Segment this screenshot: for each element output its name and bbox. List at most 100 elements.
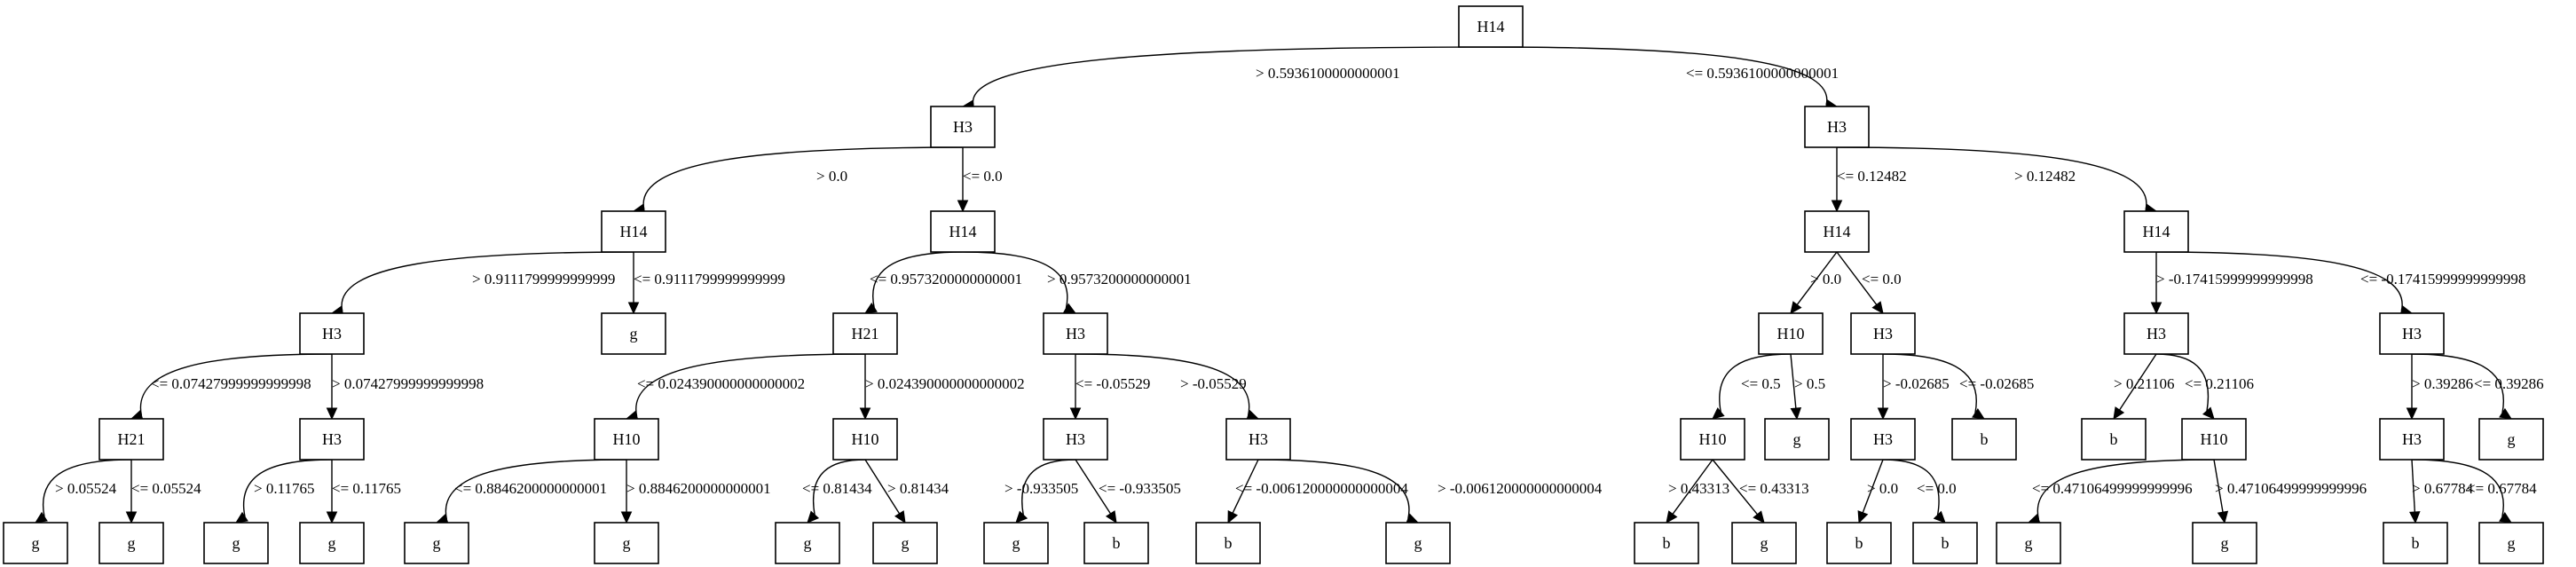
arrowhead [2499,407,2513,420]
arrowhead [2113,406,2125,421]
edge-n9-n18: > 0.024390000000000002 [859,354,1025,421]
edge-n14-n28: <= 0.39286 [2411,353,2544,420]
edge-label: <= -0.17415999999999998 [2360,271,2525,287]
tree-node-n49: g [2478,522,2544,564]
edge-label: <= 0.0 [1862,271,1902,287]
edge-n10-n20: > -0.05529 [1075,353,1260,421]
tree-node-n39: b [1195,522,1261,564]
node-box [1043,312,1108,355]
tree-node-n31: g [203,522,269,564]
edge-n3-n7: > 0.9111799999999999 [330,251,634,317]
tree-node-n15: H21 [98,418,164,461]
arrowhead [620,511,633,524]
edge-n18-n36: > 0.81434 [864,459,949,524]
edge-n19-n38: <= -0.933505 [1075,459,1181,524]
tree-node-n10: H3 [1043,312,1108,355]
node-label: H14 [1477,18,1505,35]
edge-n10-n19: <= -0.05529 [1069,354,1150,421]
tree-node-n1: H3 [930,106,996,148]
node-box [601,210,666,253]
arrowhead [2406,407,2418,421]
tree-node-n14: H3 [2379,312,2445,355]
node-box [1385,522,1451,564]
node-box [404,522,469,564]
node-label: g [804,534,812,552]
edge-n17-n34: > 0.8846200000000001 [620,460,771,524]
edge-label: > 0.9573200000000001 [1047,271,1192,287]
arrowhead [1790,301,1802,314]
node-label: b [1113,534,1121,552]
edge-n23-n44: <= 0.0 [1882,459,1957,524]
edge-label: <= 0.5 [1741,375,1781,392]
edge-line [1790,353,1797,409]
node-box [2379,418,2445,461]
arrowhead [1753,510,1765,524]
edge-label: > -0.006120000000000004 [1438,480,1603,497]
node-label: H10 [613,430,641,448]
arrowhead [1063,303,1077,314]
tree-node-n18: H10 [832,418,898,461]
tree-node-n47: g [2192,522,2257,564]
node-label: b [1942,534,1950,552]
edge-n17-n33: <= 0.8846200000000001 [435,459,627,525]
edge-n21-n41: > 0.43313 [1666,459,1729,524]
tree-node-n16: H3 [299,418,365,461]
arrowhead [2409,511,2421,524]
arrowhead [125,511,138,524]
edge-line [2155,251,2403,311]
node-box [2478,418,2544,461]
node-label: H21 [118,430,146,448]
edge-label: > 0.39286 [2412,375,2473,392]
node-label: b [1663,534,1671,552]
edge-line [1672,459,1713,515]
edge-n15-n30: <= 0.05524 [125,460,201,524]
node-label: H3 [2147,325,2166,343]
node-box [98,418,164,461]
edge-label: <= 0.05524 [131,480,201,497]
edge-n5-n11: > 0.0 [1790,251,1841,314]
edge-line [1490,46,1828,106]
edge-n11-n21: <= 0.5 [1712,353,1792,420]
edge-n18-n35: <= 0.81434 [802,459,872,524]
tree-node-n17: H10 [594,418,659,461]
node-box [1731,522,1797,564]
edge-n1-n3: > 0.0 [632,146,964,215]
edge-label: > 0.9111799999999999 [472,271,615,287]
tree-node-n25: b [2081,418,2147,461]
edge-label: > -0.02685 [1883,375,1950,392]
node-box [1680,418,1745,461]
node-label: g [128,534,136,552]
edge-label: > -0.05529 [1180,375,1247,392]
arrowhead [1666,510,1678,524]
tree-node-n35: g [775,522,840,564]
edge-layer: > 0.5936100000000001<= 0.593610000000000… [34,46,2544,525]
arrowhead [326,407,338,421]
edge-label: > 0.8846200000000001 [626,480,771,497]
arrowhead [1831,200,1843,213]
node-label: b [1225,534,1233,552]
node-box [983,522,1049,564]
tree-node-n7: H3 [299,312,365,355]
edge-line [2036,459,2215,520]
edge-line [2411,459,2416,513]
edge-label: > 0.024390000000000002 [865,375,1025,392]
node-box [2478,522,2544,564]
node-label: H14 [620,223,648,240]
node-label: g [2221,534,2229,552]
edge-label: <= 0.5936100000000001 [1686,65,1839,82]
tree-node-n4: H14 [930,210,996,253]
edge-label: <= -0.02685 [1959,375,2034,392]
arrowhead [326,511,338,524]
node-label: g [433,534,441,552]
tree-node-n22: g [1764,418,1830,461]
arrowhead [1227,510,1239,524]
node-label: H3 [953,118,973,136]
edge-line [1257,459,1410,519]
edge-label: <= -0.933505 [1099,480,1181,497]
node-label: H3 [1873,430,1893,448]
node-label: H3 [1066,430,1085,448]
edge-line [1796,251,1838,305]
edge-line [1836,251,1878,305]
